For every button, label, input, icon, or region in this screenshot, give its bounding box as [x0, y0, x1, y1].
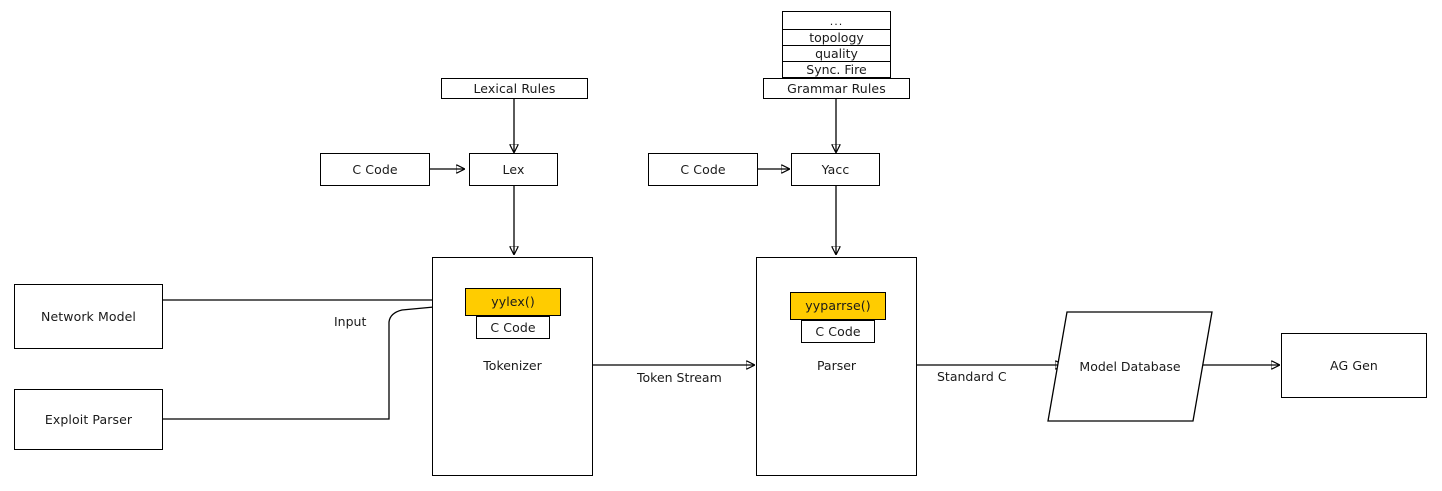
- node-parser-c-code[interactable]: C Code: [801, 320, 875, 343]
- node-yacc[interactable]: Yacc: [791, 153, 880, 186]
- container-parser[interactable]: yyparrse() C Code Parser: [756, 257, 917, 476]
- edge-label-standard-c: Standard C: [937, 369, 1007, 384]
- node-lexical-rules[interactable]: Lexical Rules: [441, 78, 588, 99]
- container-tokenizer[interactable]: yylex() C Code Tokenizer: [432, 257, 593, 476]
- node-yyparrse[interactable]: yyparrse(): [790, 292, 886, 320]
- node-lex[interactable]: Lex: [469, 153, 558, 186]
- grammar-stack-row-sync-fire: Sync. Fire: [782, 61, 891, 78]
- label-model-database: Model Database: [1079, 359, 1181, 374]
- edge-label-token-stream: Token Stream: [637, 370, 722, 385]
- node-exploit-parser[interactable]: Exploit Parser: [14, 389, 163, 450]
- grammar-stack-row-topology: topology: [782, 29, 891, 46]
- node-tokenizer-c-code[interactable]: C Code: [476, 316, 550, 339]
- node-c-code-lex[interactable]: C Code: [320, 153, 430, 186]
- node-model-database[interactable]: Model Database: [1046, 310, 1214, 423]
- grammar-stack-row-ellipsis: ...: [782, 11, 891, 31]
- node-ag-gen[interactable]: AG Gen: [1281, 333, 1427, 398]
- edge-exploit-parser-to-yylex: [163, 304, 466, 420]
- node-network-model[interactable]: Network Model: [14, 284, 163, 349]
- node-yylex[interactable]: yylex(): [465, 288, 561, 316]
- label-parser: Parser: [816, 358, 857, 373]
- edge-label-input: Input: [334, 314, 367, 329]
- model-database-shape: [1047, 311, 1213, 422]
- node-grammar-rules[interactable]: Grammar Rules: [763, 78, 910, 99]
- grammar-stack-row-quality: quality: [782, 45, 891, 62]
- label-tokenizer: Tokenizer: [483, 358, 542, 373]
- node-c-code-yacc[interactable]: C Code: [648, 153, 758, 186]
